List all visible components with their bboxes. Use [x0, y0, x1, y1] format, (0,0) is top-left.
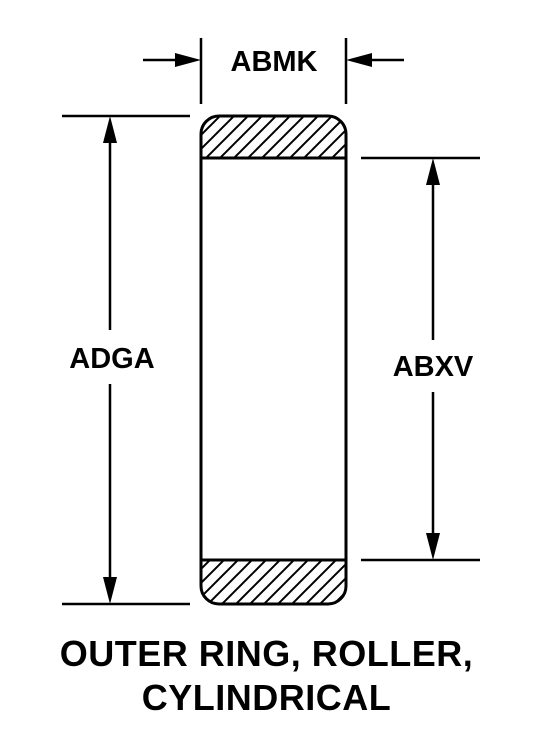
width-label: ABMK [231, 46, 318, 78]
id-arrowhead-bottom [426, 533, 440, 560]
ring-section [199, 114, 348, 606]
id-arrowhead-top [426, 158, 440, 185]
od-arrowhead-bottom [103, 577, 117, 604]
width-dimension: ABMK [143, 38, 404, 104]
diagram-caption-line-2: CYLINDRICAL [141, 677, 392, 718]
diagram-caption-line-1: OUTER RING, ROLLER, [59, 633, 474, 674]
ring-outline [199, 114, 348, 606]
top-hatched-band [201, 116, 346, 158]
width-arrowhead-left [175, 53, 201, 67]
outer-diameter-dimension: ADGA [62, 114, 190, 606]
bottom-hatched-band [201, 560, 346, 604]
inner-diameter-dimension: ABXV [361, 156, 480, 562]
width-arrowhead-right [346, 53, 372, 67]
inner-diameter-label: ABXV [393, 351, 474, 383]
outer-diameter-label: ADGA [69, 343, 154, 375]
od-arrowhead-top [103, 116, 117, 143]
